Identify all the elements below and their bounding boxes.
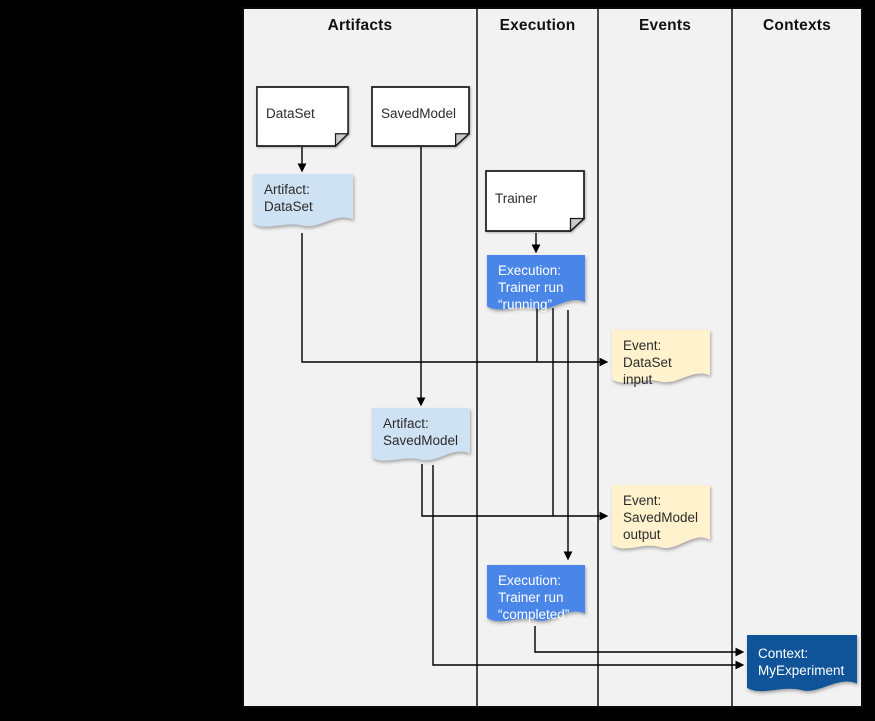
node-label-line: “running”	[498, 297, 553, 312]
node-label-line: Execution:	[498, 573, 562, 588]
node-label-line: Trainer run	[498, 280, 564, 295]
node-context-myexperiment: Context: MyExperiment	[747, 635, 857, 697]
node-execution-running: Execution: Trainer run “running”	[487, 255, 585, 315]
node-label-line: Artifact:	[383, 416, 429, 431]
document-shape	[487, 255, 585, 310]
node-label-line: Artifact:	[264, 182, 310, 197]
node-label: SavedModel	[381, 106, 457, 121]
column-header-events: Events	[638, 17, 692, 34]
node-label-line: Trainer run	[498, 590, 564, 605]
node-dataset: DataSet	[256, 86, 349, 147]
node-label-line: Context:	[758, 646, 809, 661]
node-label-line: Event:	[623, 493, 662, 508]
node-label-line: DataSet input	[623, 355, 672, 387]
column-header-contexts: Contexts	[763, 17, 831, 34]
document-shape	[372, 408, 470, 461]
node-savedmodel: SavedModel	[371, 86, 470, 147]
node-label-line: output	[623, 527, 661, 542]
node-event-dataset-input: Event: DataSet input	[612, 330, 710, 388]
folded-corner-icon	[569, 217, 585, 232]
node-trainer: Trainer	[485, 170, 585, 232]
document-shape	[487, 565, 585, 622]
note-shape	[485, 170, 585, 232]
folded-corner-icon	[334, 133, 349, 147]
node-label-line: MyExperiment	[758, 663, 845, 678]
node-label-line: “completed”	[498, 607, 570, 622]
document-shape	[747, 635, 857, 692]
node-label: Trainer	[495, 190, 538, 206]
note-shape	[371, 86, 470, 147]
note-shape	[256, 86, 349, 147]
column-header-artifacts: Artifacts	[327, 17, 393, 34]
node-label-line: SavedModel	[383, 433, 459, 448]
node-artifact-savedmodel: Artifact: SavedModel	[372, 408, 470, 466]
document-shape	[612, 330, 710, 383]
node-label-line: DataSet	[264, 199, 313, 214]
node-label-line: Execution:	[498, 263, 562, 278]
node-execution-completed: Execution: Trainer run “completed”	[487, 565, 585, 627]
document-shape	[612, 485, 710, 549]
folded-corner-icon	[455, 133, 470, 147]
document-shape	[253, 174, 353, 227]
node-label-line: SavedModel	[623, 510, 699, 525]
node-label-line: Event:	[623, 338, 662, 353]
node-artifact-dataset: Artifact: DataSet	[253, 174, 353, 232]
column-header-execution: Execution	[499, 17, 576, 34]
node-label: DataSet	[266, 106, 315, 121]
node-event-savedmodel-output: Event: SavedModel output	[612, 485, 710, 555]
